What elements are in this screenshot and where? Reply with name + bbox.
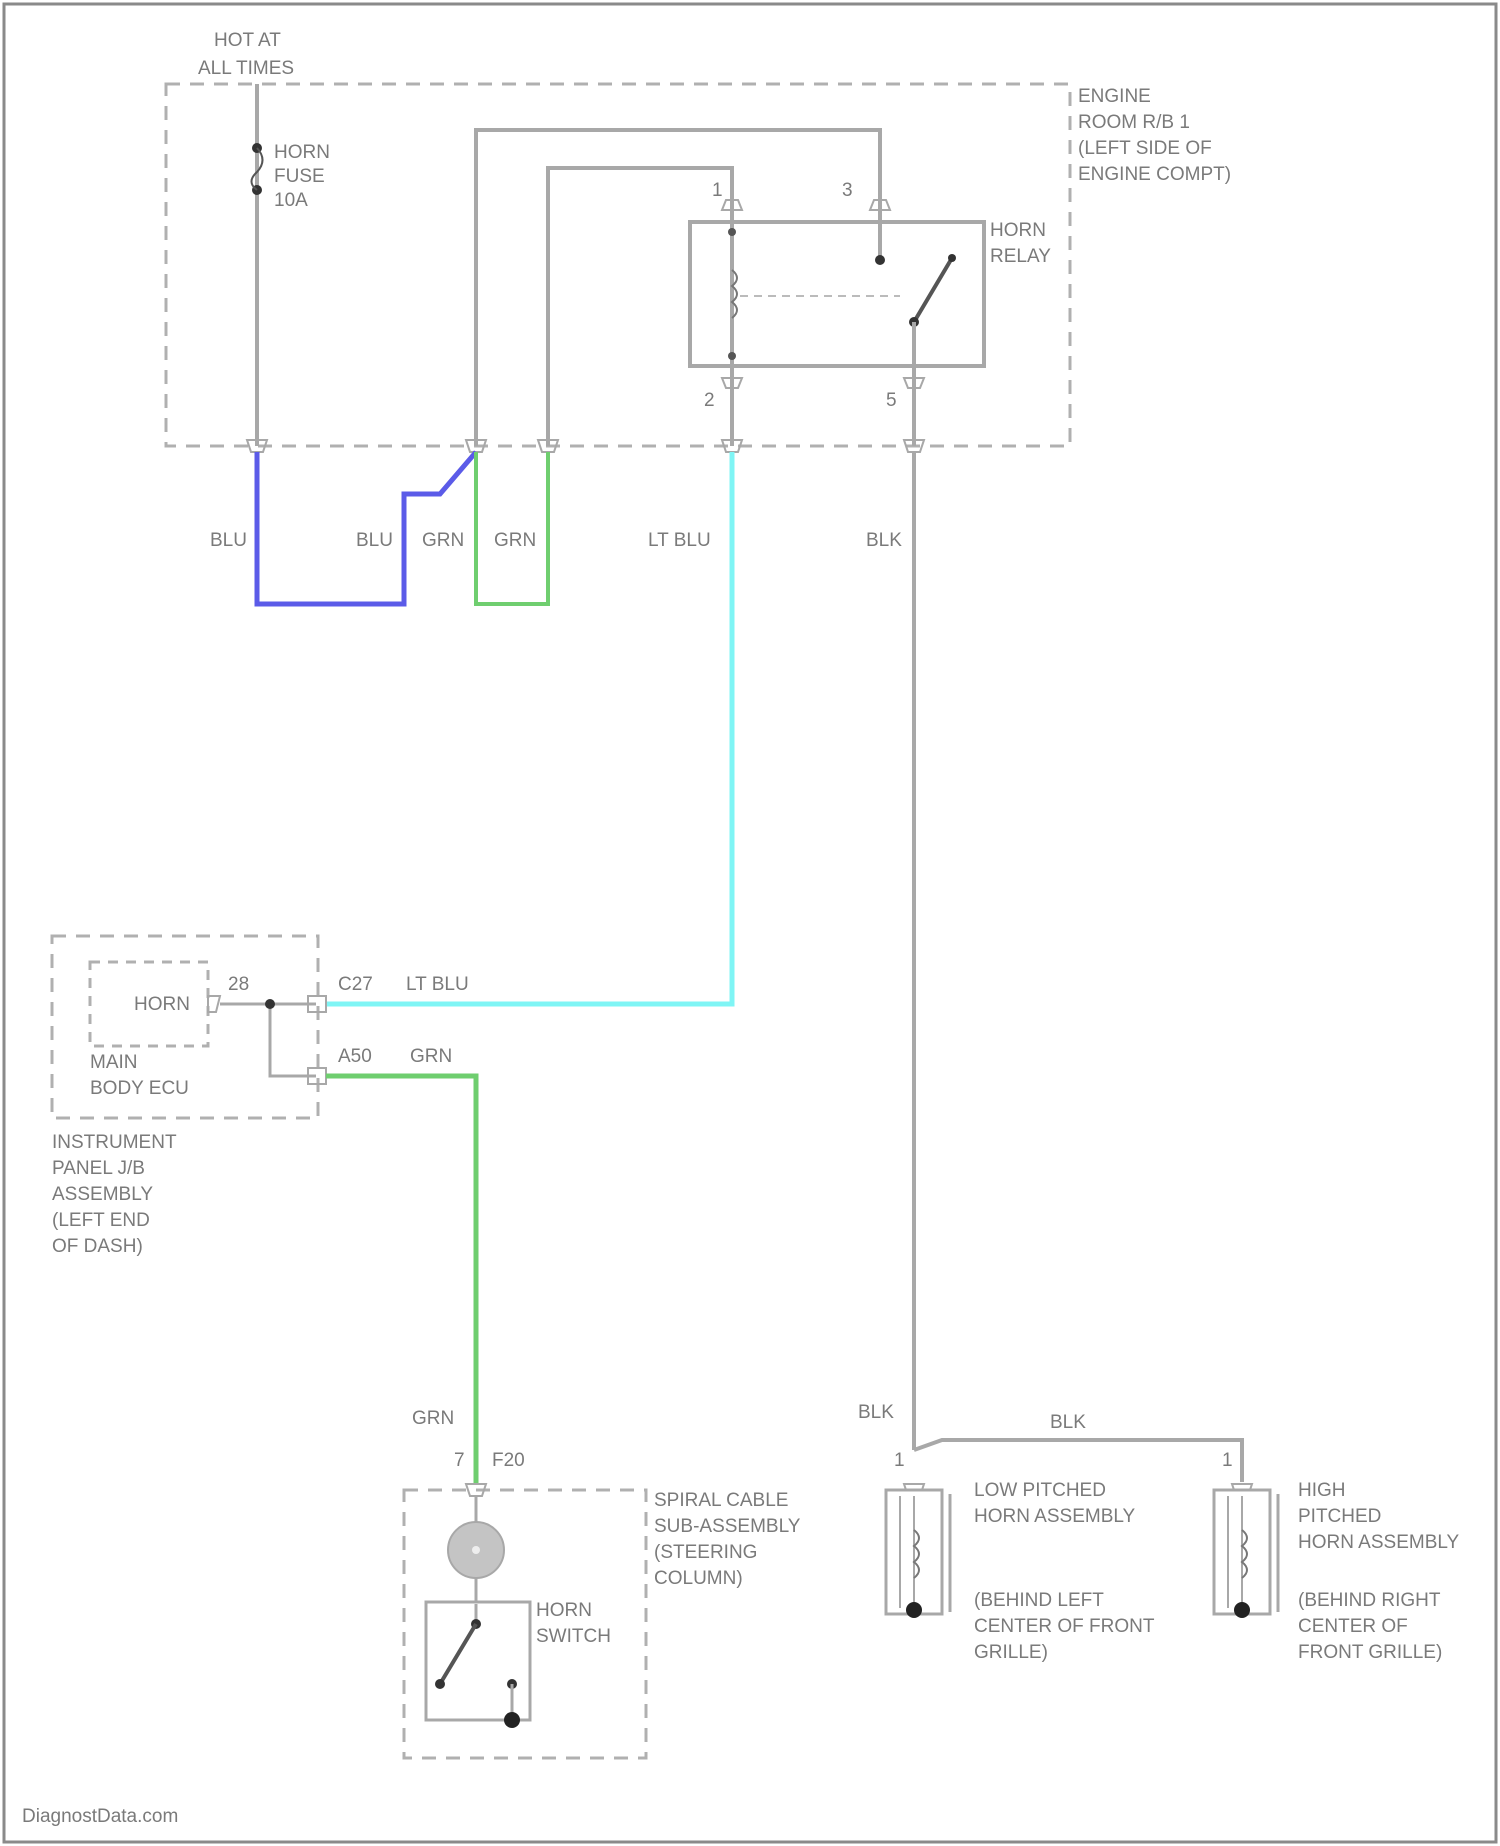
ecu-name-1: MAIN bbox=[90, 1052, 138, 1073]
wire-label-grn-2: GRN bbox=[494, 530, 536, 551]
wire-label-blu-2: BLU bbox=[356, 530, 393, 551]
relay-label-2: RELAY bbox=[990, 246, 1051, 267]
wire-label-blu-1: BLU bbox=[210, 530, 247, 551]
spiral-center bbox=[472, 1546, 480, 1554]
high-horn-line2: PITCHED bbox=[1298, 1506, 1381, 1527]
high-horn-pin: 1 bbox=[1222, 1450, 1233, 1471]
engine-rb-line1: ENGINE bbox=[1078, 86, 1151, 107]
wire-blk-jumper bbox=[914, 1440, 1242, 1482]
low-horn-ground bbox=[906, 1602, 922, 1618]
relay-pin2: 2 bbox=[704, 390, 715, 411]
fuse-rating: 10A bbox=[274, 190, 308, 211]
wire-label-blk-horn: BLK bbox=[858, 1402, 894, 1423]
engine-rb-line4: ENGINE COMPT) bbox=[1078, 164, 1231, 185]
spiral-line2: SUB-ASSEMBLY bbox=[654, 1516, 801, 1537]
spiral-conn: F20 bbox=[492, 1450, 525, 1471]
ecu-junction bbox=[265, 999, 275, 1009]
high-horn-loc2: CENTER OF bbox=[1298, 1616, 1408, 1637]
ecu-horn-label: HORN bbox=[134, 994, 190, 1015]
high-horn-ground bbox=[1234, 1602, 1250, 1618]
ipjb-line3: ASSEMBLY bbox=[52, 1184, 153, 1205]
low-horn-line2: HORN ASSEMBLY bbox=[974, 1506, 1136, 1527]
spiral-pin7: 7 bbox=[454, 1450, 465, 1471]
ecu-horn-connector bbox=[208, 996, 220, 1012]
high-horn-line3: HORN ASSEMBLY bbox=[1298, 1532, 1460, 1553]
ecu-ltblu-label: LT BLU bbox=[406, 974, 469, 995]
horn-switch-label-2: SWITCH bbox=[536, 1626, 611, 1647]
horn-relay-box bbox=[690, 222, 984, 366]
wire-label-ltblu: LT BLU bbox=[648, 530, 711, 551]
fuse-name: HORN bbox=[274, 142, 330, 163]
high-horn-loc1: (BEHIND RIGHT bbox=[1298, 1590, 1441, 1611]
relay-label-1: HORN bbox=[990, 220, 1046, 241]
power-label-2: ALL TIMES bbox=[198, 58, 294, 79]
low-horn-pin: 1 bbox=[894, 1450, 905, 1471]
wire-label-blk: BLK bbox=[866, 530, 902, 551]
relay-switch-tip bbox=[948, 254, 956, 262]
horn-switch-label-1: HORN bbox=[536, 1600, 592, 1621]
relay-pin3: 3 bbox=[842, 180, 853, 201]
engine-rb-line2: ROOM R/B 1 bbox=[1078, 112, 1190, 133]
spiral-line3: (STEERING bbox=[654, 1542, 757, 1563]
low-horn-line1: LOW PITCHED bbox=[974, 1480, 1106, 1501]
ecu-name-2: BODY ECU bbox=[90, 1078, 189, 1099]
engine-rb-line3: (LEFT SIDE OF bbox=[1078, 138, 1212, 159]
wire-label-grn-switch: GRN bbox=[412, 1408, 454, 1429]
high-horn-loc3: FRONT GRILLE) bbox=[1298, 1642, 1442, 1663]
relay-coil-bottom-dot bbox=[728, 352, 736, 360]
horn-switch-arm-end bbox=[435, 1679, 445, 1689]
ecu-internal-wire bbox=[220, 1004, 316, 1076]
ecu-a50-label: A50 bbox=[338, 1046, 372, 1067]
spiral-line4: COLUMN) bbox=[654, 1568, 743, 1589]
low-horn-loc1: (BEHIND LEFT bbox=[974, 1590, 1104, 1611]
ipjb-line2: PANEL J/B bbox=[52, 1158, 145, 1179]
fuse-line2: FUSE bbox=[274, 166, 325, 187]
ecu-grn-label: GRN bbox=[410, 1046, 452, 1067]
watermark: DiagnostData.com bbox=[22, 1806, 178, 1827]
relay-coil-top-dot bbox=[728, 228, 736, 236]
high-horn-line1: HIGH bbox=[1298, 1480, 1346, 1501]
ipjb-line5: OF DASH) bbox=[52, 1236, 143, 1257]
relay-pin1: 1 bbox=[712, 180, 723, 201]
ipjb-line1: INSTRUMENT bbox=[52, 1132, 177, 1153]
relay-pin5: 5 bbox=[886, 390, 897, 411]
wire-label-grn-1: GRN bbox=[422, 530, 464, 551]
wire-blu bbox=[257, 452, 476, 604]
relay-contact-fixed bbox=[875, 255, 885, 265]
low-horn-loc2: CENTER OF FRONT bbox=[974, 1616, 1155, 1637]
ipjb-line4: (LEFT END bbox=[52, 1210, 150, 1231]
low-horn-loc3: GRILLE) bbox=[974, 1642, 1048, 1663]
spiral-line1: SPIRAL CABLE bbox=[654, 1490, 788, 1511]
ecu-pin28: 28 bbox=[228, 974, 249, 995]
horn-switch-ground bbox=[504, 1712, 520, 1728]
power-label-1: HOT AT bbox=[214, 30, 281, 51]
wire-label-blk-jumper: BLK bbox=[1050, 1412, 1086, 1433]
wire-grn-loop bbox=[476, 452, 548, 604]
ecu-c27-label: C27 bbox=[338, 974, 373, 995]
